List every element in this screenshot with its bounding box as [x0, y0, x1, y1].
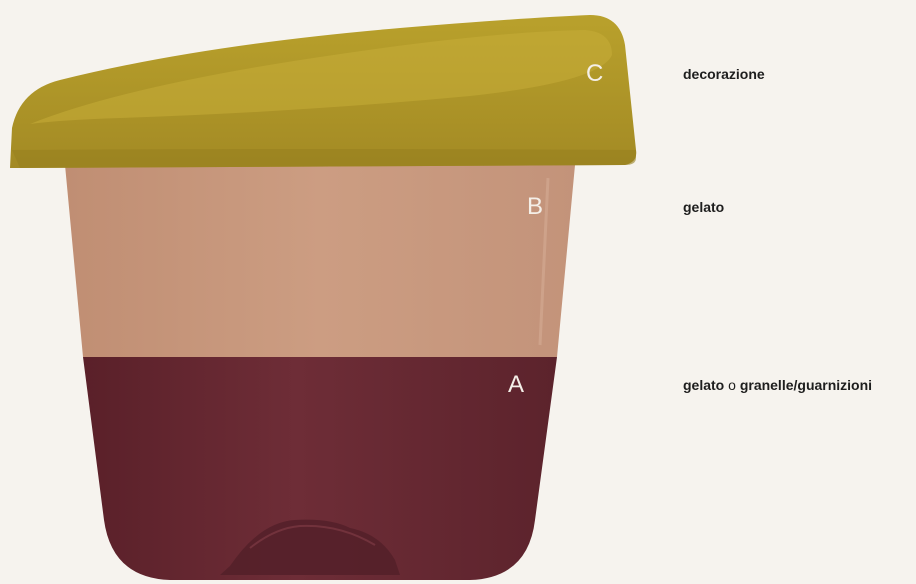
layer-c-letter: C: [586, 62, 604, 86]
layer-a-label-conjunction: o: [728, 377, 736, 393]
layer-a-label-part2: granelle/guarnizioni: [740, 377, 872, 393]
layer-b-letter: B: [527, 195, 544, 219]
layer-b-shape: [65, 165, 575, 357]
layer-a-label-part1: gelato: [683, 377, 724, 393]
layer-a-label: gelato o granelle/guarnizioni: [683, 377, 872, 393]
layer-a-letter: A: [508, 373, 525, 397]
layer-c-shadow: [12, 149, 636, 168]
layer-b-label: gelato: [683, 199, 724, 215]
layer-c-label: decorazione: [683, 66, 765, 82]
